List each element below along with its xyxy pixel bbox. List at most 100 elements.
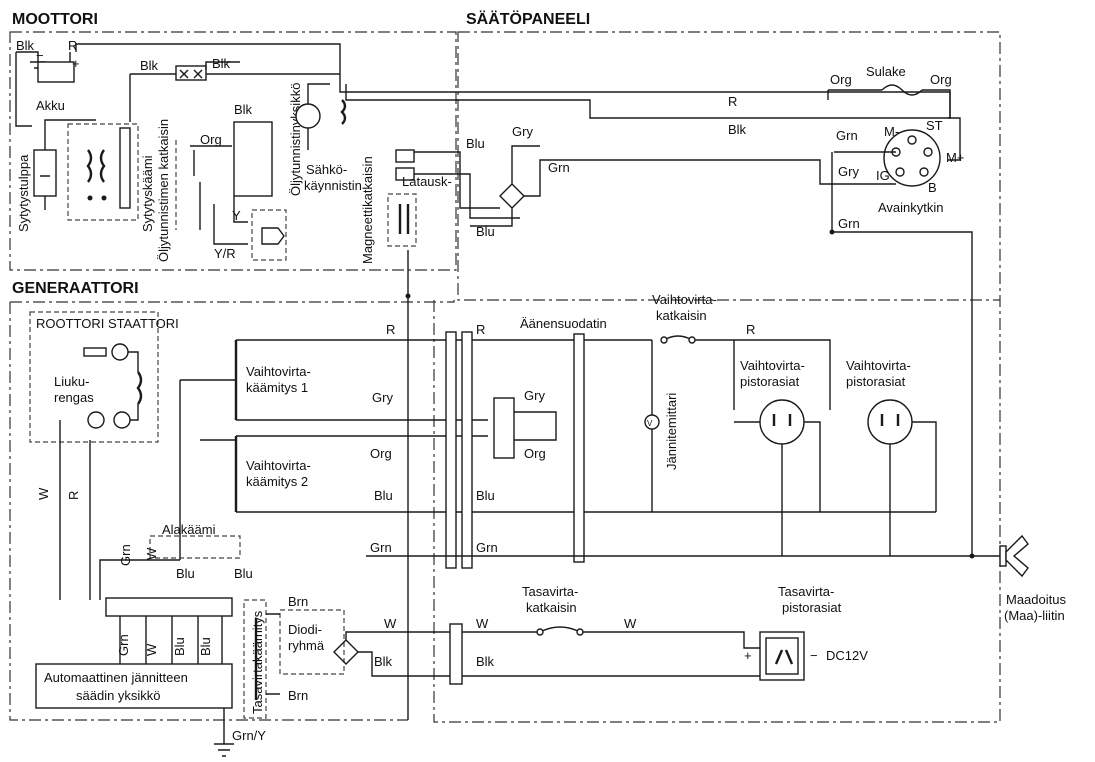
wire-label-blk-dc-right: Blk — [476, 654, 495, 669]
ac-winding1-label-line1: Vaihtovirta- — [246, 364, 311, 379]
wire-label-blk-oil-unit: Blk — [234, 102, 253, 117]
connector-block-right — [461, 331, 473, 569]
ac-winding2-label-line1: Vaihtovirta- — [246, 458, 311, 473]
junction-trunk — [405, 293, 411, 299]
wire-label-r-left: R — [66, 491, 81, 500]
ac-breaker-contact-left — [660, 336, 668, 344]
junction-ground — [829, 229, 835, 235]
wire-label-grn-ac-right: Grn — [476, 540, 498, 555]
wire-label-blk-connector-right: Blk — [212, 56, 231, 71]
starter-label-line1: Sähkö- — [306, 162, 347, 177]
ac-winding1-label-line2: käämitys 1 — [246, 380, 308, 395]
wire-label-grn-ground: Grn — [838, 216, 860, 231]
ground-label-line2: (Maa)-liitin — [1004, 608, 1065, 623]
section-title-control-panel: SÄÄTÖPANEELI — [466, 9, 590, 28]
slip-ring-symbol — [83, 343, 143, 429]
avr-unit-box — [35, 663, 233, 709]
key-terminal-st: ST — [926, 118, 943, 133]
wire-label-blu-bottom: Blu — [476, 224, 495, 239]
wire-ground-trunk — [832, 231, 973, 556]
dc-breaker-contact-right — [576, 628, 584, 636]
fuse-wiring — [827, 89, 951, 118]
wire-label-blu-ac: Blu — [374, 488, 393, 503]
wire-label-brn-bottom: Brn — [288, 688, 308, 703]
ground-label-line1: Maadoitus — [1006, 592, 1066, 607]
rotor-stator-label: ROOTTORI STAATTORI — [36, 316, 179, 331]
section-title-engine: MOOTTORI — [12, 11, 98, 28]
ignition-coil-symbol — [67, 123, 139, 221]
wire-label-w-breaker: W — [624, 616, 637, 631]
wire-label-r-ac-right: R — [476, 322, 485, 337]
gry-org-loop-connector — [493, 397, 515, 459]
battery-label: Akku — [36, 98, 65, 113]
dc-breaker-symbol — [539, 626, 581, 633]
oil-sensor-unit-label: Öljytunnistinyksikkö — [288, 83, 303, 196]
wire-label-org-fuse-left: Org — [830, 72, 852, 87]
wire-label-blk-top: Blk — [728, 122, 747, 137]
ac-outlet2-label-line2: pistorasiat — [846, 374, 906, 389]
wire-label-org-ac-right: Org — [524, 446, 546, 461]
wire-grn-key-down — [831, 151, 896, 232]
fuse-symbol — [881, 84, 923, 96]
wire-label-blk-connector-left: Blk — [140, 58, 159, 73]
wire-label-w-avr: W — [144, 643, 159, 656]
connector-block-left — [445, 331, 457, 569]
starter-motor-symbol — [295, 83, 347, 150]
wire-label-brn-top: Brn — [288, 594, 308, 609]
slip-ring-label-line2: rengas — [54, 390, 94, 405]
ignition-coil-label: Sytytyskäämi — [140, 155, 155, 232]
dc-voltage-label: DC12V — [826, 648, 868, 663]
gry-org-loop — [514, 411, 557, 441]
avr-connector-wires — [119, 616, 223, 664]
wire-label-grn-ac: Grn — [370, 540, 392, 555]
control-panel-upper-box — [457, 31, 1001, 301]
diode-wires — [266, 613, 450, 695]
ac-outlet2-label-line1: Vaihtovirta- — [846, 358, 911, 373]
battery-symbol — [16, 51, 75, 83]
charging-coil-label-line1: Latausk- — [402, 174, 452, 189]
ac-breaker-symbol — [663, 335, 693, 341]
wire-label-w-dc: W — [384, 616, 397, 631]
charging-coil-symbol — [387, 149, 417, 247]
battery-plus-symbol: + — [72, 56, 80, 71]
wire-label-y: Y — [232, 208, 241, 223]
wire-label-blu-avr1: Blu — [172, 637, 187, 656]
wire-label-blk-battery: Blk — [16, 38, 35, 53]
dc-outlet-plus: + — [744, 648, 752, 663]
noise-filter-label: Äänensuodatin — [520, 316, 607, 331]
wire-label-r-outlet: R — [746, 322, 755, 337]
ac-outlet1-symbol — [759, 399, 805, 445]
dc-outlet-minus: − — [810, 648, 818, 663]
key-switch-symbol — [883, 129, 941, 187]
diode-label-line2: ryhmä — [288, 638, 325, 653]
voltmeter-symbol — [644, 414, 660, 430]
key-switch-label: Avainkytkin — [878, 200, 944, 215]
oil-sensor-switch-label: Öljytunnistimen katkaisin — [156, 119, 171, 262]
dc-outlet-label-line1: Tasavirta- — [778, 584, 834, 599]
magnetic-switch-label: Magneettikatkaisin — [360, 156, 375, 264]
wire-label-blu-sub: Blu — [176, 566, 195, 581]
wire-label-w-dc-right: W — [476, 616, 489, 631]
ac-outlet-wires — [734, 421, 937, 556]
dc-outlet-inner — [765, 637, 799, 675]
section-title-generator: GENERAATTORI — [12, 280, 139, 297]
wire-label-blu-avr2: Blu — [198, 637, 213, 656]
wire-label-gry-key: Gry — [838, 164, 859, 179]
wire-label-gry-ac-right: Gry — [524, 388, 545, 403]
dc-outlet-pins — [774, 649, 794, 665]
ac-winding2-label-line2: käämitys 2 — [246, 474, 308, 489]
wire-label-w-left: W — [36, 487, 51, 500]
diode-rectifier-symbol — [333, 639, 359, 665]
diode-label-line1: Diodi- — [288, 622, 322, 637]
wire-label-r-ac: R — [386, 322, 395, 337]
dc-winding-label: Tasavirtakäämitys — [250, 610, 265, 714]
engine-connector — [130, 61, 340, 81]
ac-outlet2-symbol — [867, 399, 913, 445]
key-terminal-ig: IG — [876, 168, 890, 183]
battery-minus-symbol: − — [36, 48, 44, 63]
voltmeter-v-symbol: V — [647, 419, 653, 428]
dc-outlet-label-line2: pistorasiat — [782, 600, 842, 615]
wire-blk-to-key — [345, 84, 961, 161]
spark-plug-symbol — [33, 119, 96, 210]
